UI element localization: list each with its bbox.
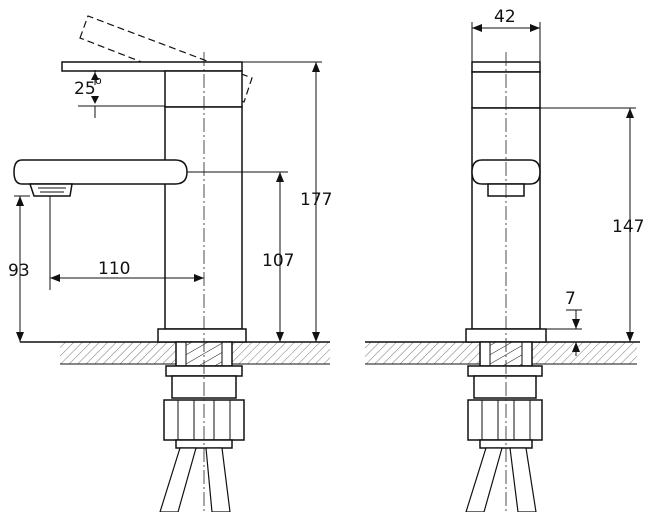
lever-cap <box>164 70 243 108</box>
dim-body-width: 42 <box>471 7 541 62</box>
angle-label: 25 <box>74 79 96 99</box>
dim-height-total-label: 177 <box>300 190 332 210</box>
lever-open-dashed <box>79 15 253 103</box>
dim-body-height: 147 <box>540 107 644 343</box>
supply-hoses-front <box>465 447 537 512</box>
dim-body-height-label: 147 <box>612 217 644 237</box>
dim-height-aerator-label: 93 <box>8 261 30 281</box>
dim-reach-spout-label: 110 <box>98 259 130 279</box>
countertop-side <box>20 341 330 365</box>
side-view: 25 o 177 107 93 <box>8 15 332 512</box>
dim-reach-spout: 110 <box>49 196 204 290</box>
spout <box>13 159 188 185</box>
faucet-body-side <box>164 106 243 330</box>
dim-base-height-label: 7 <box>565 289 576 309</box>
lever-closed <box>61 61 243 72</box>
base-flange-side <box>157 328 247 343</box>
dim-height-spout: 107 <box>187 171 294 342</box>
mounting-nut-front <box>467 365 543 449</box>
angle-degree-mark: o <box>95 74 102 87</box>
dim-body-width-label: 42 <box>494 7 516 27</box>
dim-height-total: 177 <box>242 61 332 343</box>
dim-height-spout-label: 107 <box>262 251 294 271</box>
front-view: 42 147 7 <box>365 7 644 512</box>
aerator <box>28 183 73 197</box>
dim-base-height: 7 <box>546 289 582 356</box>
dim-height-aerator: 93 <box>8 195 30 342</box>
supply-hoses-side <box>159 447 231 512</box>
